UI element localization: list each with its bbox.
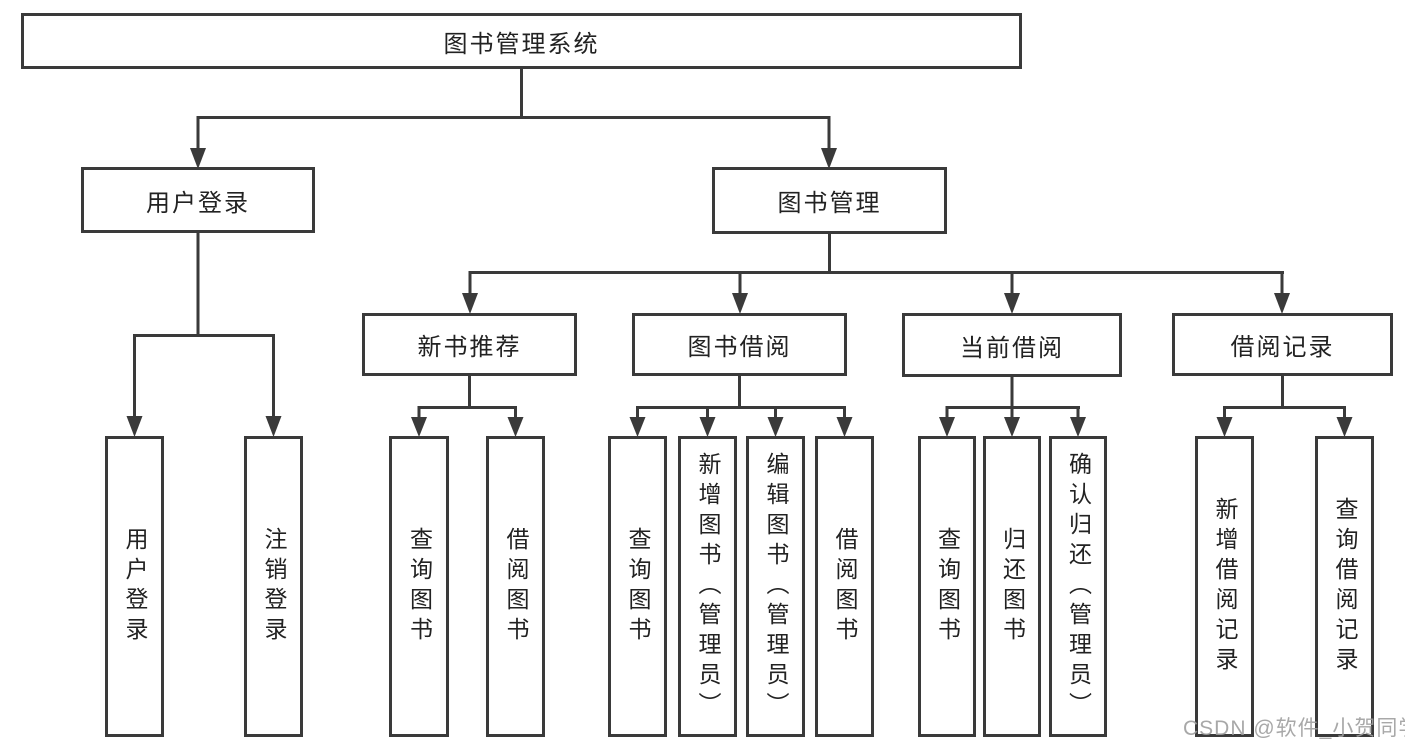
node-leaf-bb-borrow-books: 借阅图书 <box>815 436 874 737</box>
node-current-borrowing: 当前借阅 <box>902 313 1122 377</box>
node-root: 图书管理系统 <box>21 13 1022 69</box>
node-leaf-br-query-record: 查询借阅记录 <box>1315 436 1374 737</box>
node-current-borrowing-label: 当前借阅 <box>960 334 1064 362</box>
node-leaf-cb-confirm-return-admin: 确认归还（管理员） <box>1049 436 1107 737</box>
node-book-management-label: 图书管理 <box>777 190 882 217</box>
node-user-login: 用户登录 <box>81 167 315 233</box>
node-leaf-br-query-record-label: 查询借阅记录 <box>1332 496 1358 677</box>
node-leaf-cb-query-books: 查询图书 <box>918 436 976 737</box>
node-leaf-bb-edit-books-admin-label: 编辑图书（管理员） <box>763 451 789 722</box>
node-leaf-user-login-label: 用户登录 <box>122 526 148 647</box>
node-leaf-nbr-borrow-books: 借阅图书 <box>486 436 545 737</box>
node-borrowing-records: 借阅记录 <box>1172 313 1393 376</box>
node-leaf-cb-return-books: 归还图书 <box>983 436 1041 737</box>
node-leaf-cb-confirm-return-admin-label: 确认归还（管理员） <box>1065 451 1092 722</box>
node-leaf-user-login: 用户登录 <box>105 436 164 737</box>
node-leaf-bb-query-books-label: 查询图书 <box>625 526 651 647</box>
node-leaf-nbr-query-books: 查询图书 <box>389 436 449 737</box>
node-leaf-bb-borrow-books-label: 借阅图书 <box>832 526 858 647</box>
node-borrowing-records-label: 借阅记录 <box>1230 334 1335 361</box>
node-book-borrowing: 图书借阅 <box>632 313 847 376</box>
node-leaf-bb-query-books: 查询图书 <box>608 436 667 737</box>
node-leaf-cb-query-books-label: 查询图书 <box>934 526 961 647</box>
node-leaf-nbr-borrow-books-label: 借阅图书 <box>503 526 529 647</box>
node-book-management: 图书管理 <box>712 167 947 234</box>
node-leaf-logout: 注销登录 <box>244 436 303 737</box>
node-new-book-recommend: 新书推荐 <box>362 313 577 376</box>
csdn-watermark: CSDN @软件_小贺同学 <box>1183 717 1405 740</box>
node-leaf-cb-return-books-label: 归还图书 <box>999 526 1026 647</box>
node-leaf-bb-add-books-admin-label: 新增图书（管理员） <box>695 451 721 722</box>
node-leaf-br-add-record-label: 新增借阅记录 <box>1212 496 1238 677</box>
node-leaf-nbr-query-books-label: 查询图书 <box>406 526 433 647</box>
node-leaf-br-add-record: 新增借阅记录 <box>1195 436 1254 737</box>
node-leaf-logout-label: 注销登录 <box>261 526 287 647</box>
node-book-borrowing-label: 图书借阅 <box>687 334 792 361</box>
node-new-book-recommend-label: 新书推荐 <box>417 334 522 361</box>
node-leaf-bb-edit-books-admin: 编辑图书（管理员） <box>746 436 805 737</box>
node-root-label: 图书管理系统 <box>443 30 600 58</box>
node-leaf-bb-add-books-admin: 新增图书（管理员） <box>678 436 737 737</box>
node-user-login-label: 用户登录 <box>146 189 250 217</box>
